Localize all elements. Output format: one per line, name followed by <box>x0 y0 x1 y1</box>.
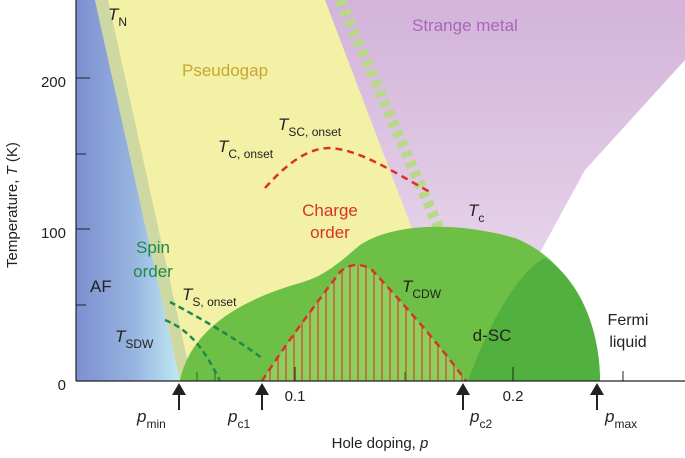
ts-onset-label: TS, onset <box>182 285 237 309</box>
dsc-label: d-SC <box>473 326 512 345</box>
y-tick-label: 100 <box>41 225 66 242</box>
af-label: AF <box>90 277 112 296</box>
y-axis-label: Temperature, T (K) <box>4 142 21 268</box>
strange-metal-region <box>322 0 685 381</box>
charge-order-label: Charge <box>302 201 358 220</box>
p-max-label: pmax <box>604 407 637 431</box>
p-min-label: pmin <box>136 407 166 431</box>
tcdw-curve <box>260 263 468 381</box>
x-tick-label: 0.2 <box>503 388 524 405</box>
strange-metal-label: Strange metal <box>412 16 518 35</box>
charge-order-label: order <box>310 223 350 242</box>
x-tick-label: 0.1 <box>285 388 306 405</box>
tc-label: Tc <box>468 201 484 225</box>
arrow-up-icon <box>172 383 186 410</box>
pseudogap-label: Pseudogap <box>182 61 268 80</box>
p-c2-label: pc2 <box>469 407 492 431</box>
af-region <box>76 0 180 381</box>
tsc-onset-label: TSC, onset <box>278 115 342 139</box>
tsdw-label: TSDW <box>115 327 154 351</box>
fermi-liquid-label: Fermi <box>608 312 649 329</box>
tcdw-label: TCDW <box>402 277 442 301</box>
tn-boundary <box>95 0 192 381</box>
ts-onset-curve <box>169 300 263 360</box>
tn-label: TN <box>108 5 127 29</box>
fermi-liquid-label: liquid <box>609 334 646 351</box>
spin-order-label: order <box>133 262 173 281</box>
y-tick-label: 200 <box>41 74 66 91</box>
y-tick-label: 0 <box>58 377 66 394</box>
dsc-overdoped-region <box>468 258 600 381</box>
x-axis-label: Hole doping, p <box>332 435 429 452</box>
p-c1-label: pc1 <box>227 407 250 431</box>
arrow-up-icon <box>590 383 604 410</box>
tc-onset-label: TC, onset <box>218 137 274 161</box>
arrow-up-icon <box>456 383 470 410</box>
spin-order-label: Spin <box>136 238 170 257</box>
tc-onset-curve <box>264 146 431 194</box>
arrow-up-icon <box>255 383 269 410</box>
